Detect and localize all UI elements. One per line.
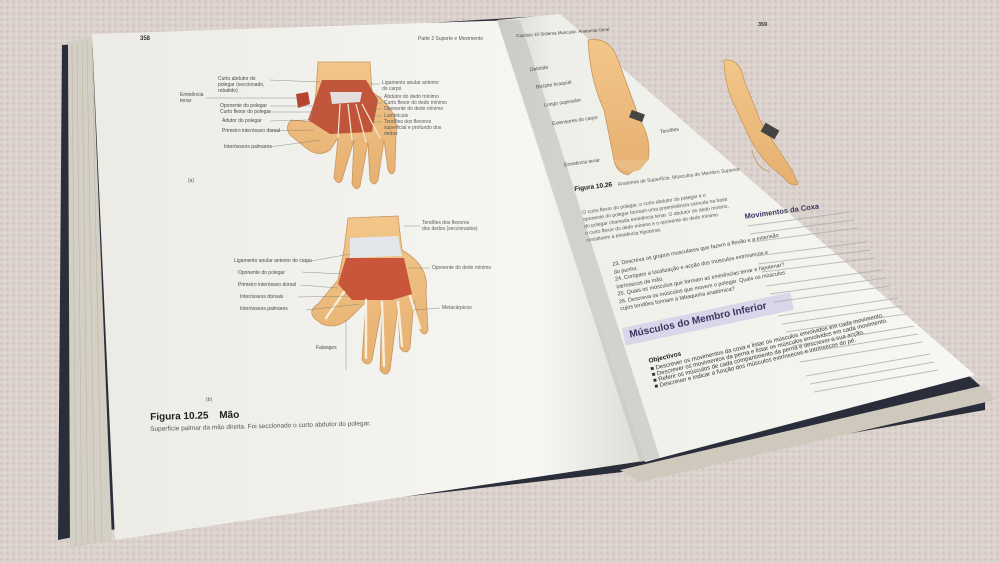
right-page-number: 359 <box>758 22 768 28</box>
label-curto-flexor-dedo-minimo: Curto flexor do dedo mínimo <box>384 100 448 106</box>
left-page-edges <box>68 36 112 548</box>
panel-a-label: (a) <box>188 178 195 184</box>
label-oponente-dedo-minimo-a: Oponente do dedo mínimo <box>384 106 444 112</box>
gutter-shadow <box>497 20 660 462</box>
wrist-band-1 <box>629 109 645 123</box>
label-oponente-dedo-minimo-b: Oponente do dedo mínimo <box>432 265 492 271</box>
label-oponente-polegar-b: Oponente do polegar <box>238 270 285 276</box>
arm-illustration-2 <box>723 59 799 186</box>
hand-illustration-a <box>287 61 397 189</box>
label-primeiro-interosseo: Primeiro interósseo dorsal <box>222 128 281 134</box>
left-page-number: 358 <box>140 36 151 42</box>
label-interosseos-palmares-b: Interósseos palmares <box>240 306 288 312</box>
left-running-head: Parte 2 Suporte e Movimento <box>418 36 484 42</box>
label-abdutor-dedo-minimo: Abdutor do dedo mínimo <box>384 94 439 100</box>
label-curto-abdutor: Curto abdutor do polegar (seccionado, re… <box>218 76 265 94</box>
label-tendoes-flexores-b: Tendões dos flexores dos dedos (secciona… <box>422 220 478 232</box>
panel-b-label: (b) <box>206 397 213 403</box>
label-ligamento-anular-a: Ligamento anular anterior do carpo <box>382 80 439 92</box>
label-metacarpicos: Metacárpicos <box>442 305 472 311</box>
label-lumbricais: Lumbricais <box>384 113 409 119</box>
label-curto-flexor: Curto flexor do polegar <box>220 109 271 115</box>
label-adutor-polegar: Adutor do polegar <box>222 118 262 124</box>
label-tendoes-flexores: Tendões dos flexores superficial e profu… <box>384 119 442 137</box>
label-oponente-polegar: Oponente do polegar <box>220 103 267 109</box>
label-eminencia-tenar: Eminência tenar <box>180 92 204 104</box>
right-page-edges <box>620 385 995 482</box>
label-interosseos-dorsais: Interósseos dorsais <box>240 294 284 300</box>
hand-illustration-b <box>311 215 429 375</box>
label-falanges: Falanges <box>316 345 337 351</box>
label-ligamento-anular-b: Ligamento anular anterior do carpo <box>234 258 312 264</box>
arm-illustration-1 <box>587 39 650 176</box>
label-primeiro-interosseo-b: Primeiro interósseo dorsal <box>238 282 297 288</box>
label-interosseos-palmares: Interósseos palmares <box>224 144 272 150</box>
